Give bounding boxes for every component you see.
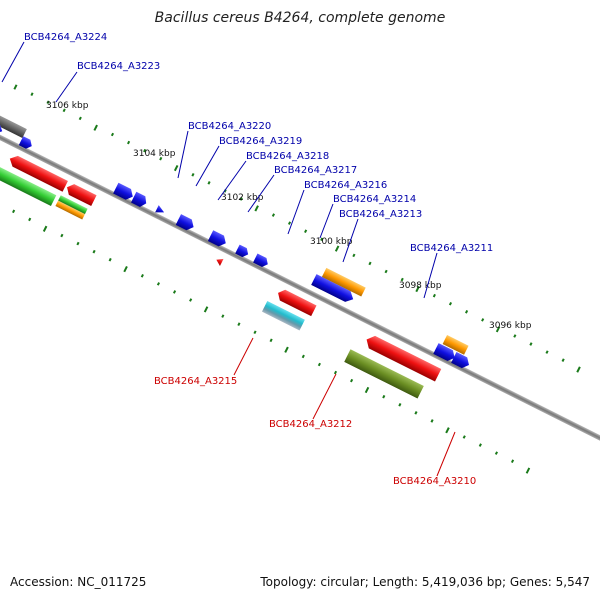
gene-red-rev[interactable]: [64, 182, 97, 207]
gene-orange-fwd[interactable]: [442, 335, 469, 355]
scale-label: 3104 kbp: [133, 149, 176, 159]
scale-ticks-lower: [12, 209, 531, 474]
gene-blue-fwd[interactable]: [207, 230, 229, 248]
scale-label: 3100 kbp: [310, 237, 353, 247]
page-title: Bacillus cereus B4264, complete genome: [155, 10, 446, 26]
gene-red-rev[interactable]: [7, 153, 68, 192]
gene-blue-fwd[interactable]: [253, 253, 270, 269]
gene-blue-fwd[interactable]: [113, 182, 135, 202]
forward-label-leaders: [1, 41, 438, 299]
gene-label-a3216[interactable]: BCB4264_A3216: [304, 180, 387, 191]
gene-label-a3211[interactable]: BCB4264_A3211: [410, 243, 493, 254]
gene-red-rev[interactable]: [215, 256, 224, 267]
gene-label-a3210[interactable]: BCB4264_A3210: [393, 476, 476, 487]
gene-green-rev[interactable]: [0, 165, 57, 207]
gene-blue-fwd[interactable]: [235, 244, 250, 259]
scale-labels: 3106 kbp 3104 kbp 3102 kbp 3100 kbp 3098…: [46, 101, 532, 331]
gene-blue-fwd[interactable]: [155, 205, 166, 216]
gene-label-a3212[interactable]: BCB4264_A3212: [269, 419, 352, 430]
gene-blue-fwd[interactable]: [175, 214, 197, 232]
gene-label-a3223[interactable]: BCB4264_A3223: [77, 61, 160, 72]
gene-cyan-rev[interactable]: [261, 300, 305, 331]
gene-label-a3213[interactable]: BCB4264_A3213: [339, 209, 422, 220]
scale-label: 3102 kbp: [221, 193, 264, 203]
reverse-genes: [0, 153, 442, 399]
track-group: [0, 84, 600, 474]
genome-stats-text: Topology: circular; Length: 5,419,036 bp…: [259, 575, 590, 589]
gene-green-rev[interactable]: [58, 195, 88, 215]
scale-label: 3096 kbp: [489, 321, 532, 331]
accession-text: Accession: NC_011725: [10, 575, 146, 589]
forward-gene-labels: BCB4264_A3224 BCB4264_A3223 BCB4264_A322…: [24, 32, 493, 254]
gene-grey-fwd[interactable]: [0, 102, 27, 139]
gene-red-rev[interactable]: [363, 333, 442, 382]
scale-ticks-upper: [13, 84, 581, 373]
gene-label-a3218[interactable]: BCB4264_A3218: [246, 151, 329, 162]
gene-olive-rev[interactable]: [344, 349, 424, 399]
reverse-label-leaders: [233, 337, 456, 477]
scale-label: 3098 kbp: [399, 281, 442, 291]
gene-blue-fwd[interactable]: [18, 136, 34, 150]
gene-blue-fwd[interactable]: [451, 352, 472, 370]
gene-blue-fwd[interactable]: [433, 343, 457, 363]
gene-label-a3224[interactable]: BCB4264_A3224: [24, 32, 107, 43]
gene-label-a3219[interactable]: BCB4264_A3219: [219, 136, 302, 147]
gene-blue-fwd[interactable]: [130, 191, 149, 209]
scale-label: 3106 kbp: [46, 101, 89, 111]
gene-orange-fwd[interactable]: [321, 267, 366, 297]
gene-label-a3214[interactable]: BCB4264_A3214: [333, 194, 416, 205]
gene-red-rev[interactable]: [275, 288, 317, 317]
gene-label-a3215[interactable]: BCB4264_A3215: [154, 376, 237, 387]
gene-orange-rev[interactable]: [55, 200, 85, 220]
forward-genes: [0, 102, 472, 370]
reverse-gene-labels: BCB4264_A3215 BCB4264_A3212 BCB4264_A321…: [154, 376, 476, 487]
gene-label-a3220[interactable]: BCB4264_A3220: [188, 121, 271, 132]
gene-label-a3217[interactable]: BCB4264_A3217: [274, 165, 357, 176]
gene-blue-fwd[interactable]: [311, 274, 356, 304]
